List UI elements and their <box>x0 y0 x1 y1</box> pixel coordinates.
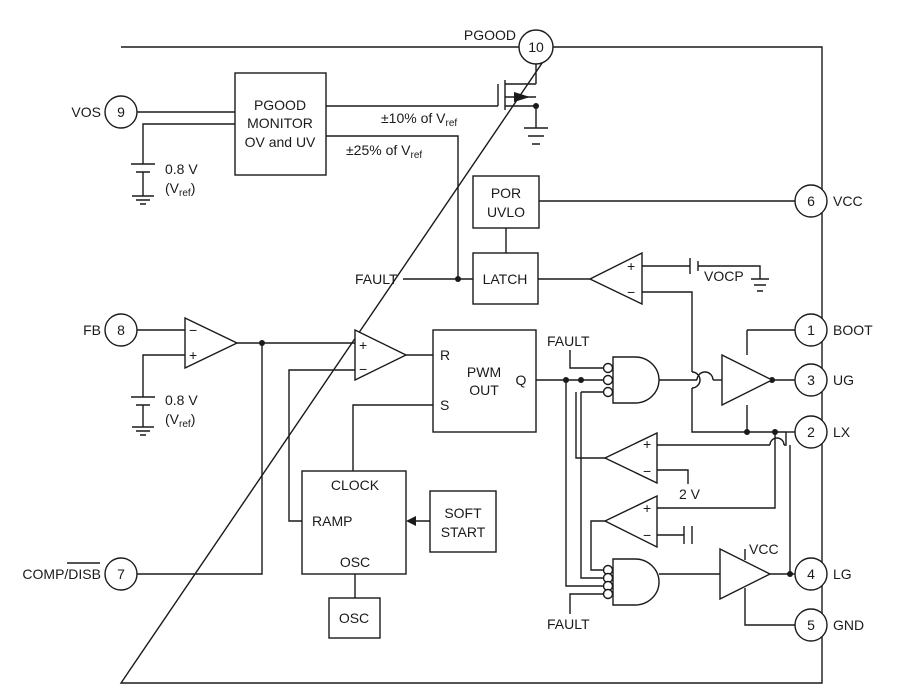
latch-block: LATCH <box>472 252 539 305</box>
pin-fb: 8 FB <box>83 313 138 347</box>
pin-ug: 3 UG <box>794 363 854 397</box>
clock-label: CLOCK <box>331 477 380 493</box>
two-volt-label: 2 V <box>679 486 701 502</box>
pin-lx-number: 2 <box>807 424 815 440</box>
start-label: START <box>441 524 486 540</box>
pwm-s-label: S <box>440 397 449 413</box>
pin-gnd-label: GND <box>833 617 864 633</box>
pin-vos: 9 VOS <box>71 95 138 129</box>
package-outline <box>119 46 823 684</box>
soft-start-block: SOFT START <box>429 490 497 553</box>
pgood-monitor-block: PGOOD MONITOR OV and UV <box>234 72 327 176</box>
ocp-comp-plus: + <box>627 258 635 274</box>
pwm-out-block: R S Q PWM OUT <box>432 329 537 433</box>
lg-vcc-label: VCC <box>749 541 779 557</box>
vref-top-name: (Vref) <box>165 180 195 199</box>
vref-bottom-value: 0.8 V <box>165 392 198 408</box>
latch-label: LATCH <box>483 271 528 287</box>
zero-cross-comparator: + − <box>603 494 658 549</box>
uvlo-label: UVLO <box>487 204 525 220</box>
osc-inner-label: OSC <box>340 554 370 570</box>
free-labels: ±10% of Vref ±25% of Vref 0.8 V (Vref) 0… <box>165 110 779 632</box>
lower-gate-driver <box>719 547 772 601</box>
pin-comp-number: 7 <box>117 566 125 582</box>
fb-amp-plus: + <box>189 347 197 363</box>
por-uvlo-block: POR UVLO <box>472 175 540 229</box>
pin-vcc-label: VCC <box>833 193 863 209</box>
pin-pgood: 10 PGOOD <box>464 27 554 65</box>
soft-label: SOFT <box>444 505 482 521</box>
pwm-r-label: R <box>440 347 450 363</box>
pin-lx-label: LX <box>833 424 851 440</box>
pin-boot-label: BOOT <box>833 322 873 338</box>
fb-error-amplifier: − + <box>184 316 239 370</box>
wiring <box>131 47 822 626</box>
fault-top-label: FAULT <box>547 333 590 349</box>
pin-vos-number: 9 <box>117 104 125 120</box>
pin-vos-label: VOS <box>71 104 101 120</box>
ocp-comp-minus: − <box>627 284 635 300</box>
pin-gnd: 5 GND <box>794 608 864 642</box>
pin-vcc-number: 6 <box>807 193 815 209</box>
osc-label: OSC <box>339 610 369 626</box>
lx-comp-minus: − <box>643 463 651 479</box>
pin-lx: 2 LX <box>794 415 851 449</box>
pwm-comp-plus: + <box>359 337 367 353</box>
ocp-comparator: + − <box>588 251 643 306</box>
lx-comp-plus: + <box>643 436 651 452</box>
junction-dots <box>259 103 793 577</box>
ramp-label: RAMP <box>312 513 352 529</box>
pin-vcc: 6 VCC <box>794 184 863 218</box>
pin-comp: 7 COMP/DISB <box>22 557 138 591</box>
pgood-monitor-line3: OV and UV <box>245 134 316 150</box>
pm25-label: ±25% of Vref <box>346 142 422 161</box>
vocp-label: VOCP <box>704 268 744 284</box>
out-label: OUT <box>469 382 499 398</box>
pin-ug-number: 3 <box>807 372 815 388</box>
pin-pgood-label: PGOOD <box>464 27 516 43</box>
fault-bottom-label: FAULT <box>547 616 590 632</box>
pin-gnd-number: 5 <box>807 617 815 633</box>
pwm-comp-minus: − <box>359 361 367 377</box>
pm10-label: ±10% of Vref <box>381 110 457 129</box>
por-label: POR <box>491 185 521 201</box>
pin-lg: 4 LG <box>794 557 852 591</box>
pin-lg-label: LG <box>833 566 852 582</box>
pwm-q-label: Q <box>516 372 527 388</box>
pin-boot: 1 BOOT <box>794 313 873 347</box>
pin-ug-label: UG <box>833 372 854 388</box>
vref-bottom-name: (Vref) <box>165 411 195 430</box>
pin-comp-label: COMP/DISB <box>22 566 101 582</box>
pin-pgood-number: 10 <box>528 39 544 55</box>
upper-and-gate <box>602 356 660 404</box>
pin-lg-number: 4 <box>807 566 815 582</box>
zc-comp-plus: + <box>643 500 651 516</box>
pwm-comparator: + − <box>354 328 408 382</box>
lower-and-gate <box>602 558 660 606</box>
pgood-monitor-line1: PGOOD <box>254 97 306 113</box>
pgood-monitor-line2: MONITOR <box>247 115 313 131</box>
pin-fb-label: FB <box>83 322 101 338</box>
clock-ramp-block: CLOCK RAMP OSC <box>301 470 407 575</box>
pin-boot-number: 1 <box>807 322 815 338</box>
vref-top-value: 0.8 V <box>165 161 198 177</box>
zc-comp-minus: − <box>643 527 651 543</box>
osc-block: OSC <box>328 597 381 639</box>
upper-gate-driver <box>721 353 774 407</box>
pwm-label: PWM <box>467 364 501 380</box>
pin-fb-number: 8 <box>117 322 125 338</box>
lx-comparator: + − <box>603 431 658 485</box>
fb-amp-minus: − <box>189 322 197 338</box>
fault-latch-label: FAULT <box>355 271 398 287</box>
